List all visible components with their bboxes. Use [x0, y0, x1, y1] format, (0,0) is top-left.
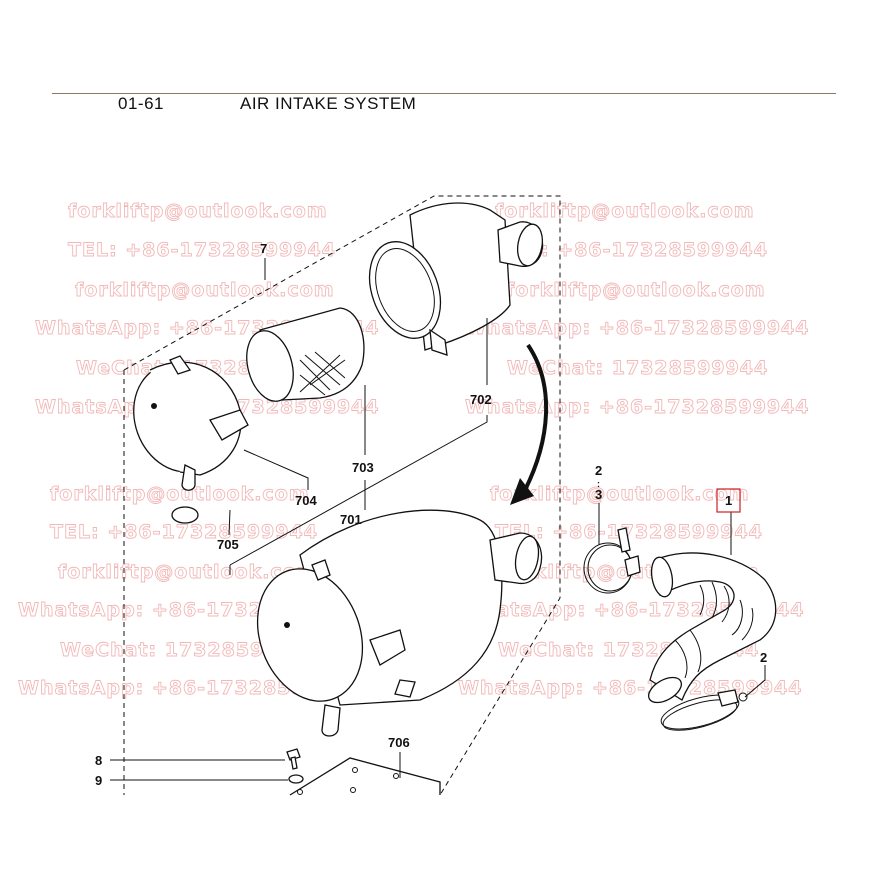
- watermark-whatsapp: WhatsApp: +86-17328599944: [18, 677, 362, 699]
- valve-705: [171, 506, 199, 524]
- callout-702: 702: [470, 392, 492, 407]
- header-rule: [52, 93, 836, 94]
- bracket-706: [289, 757, 441, 796]
- watermark-email: forkliftp@outlook.com: [495, 200, 755, 222]
- page-title: AIR INTAKE SYSTEM: [240, 94, 417, 113]
- callout-704: 704: [295, 493, 317, 508]
- callout-2: 2: [595, 463, 602, 478]
- assembled-filter-701: [256, 509, 543, 737]
- callout-8: 8: [95, 753, 102, 768]
- hose-clamp-lower: [660, 689, 748, 731]
- watermark-email: forkliftp@outlook.com: [68, 200, 328, 222]
- watermark-email: forkliftp@outlook.com: [506, 279, 766, 301]
- watermark-email: forkliftp@outlook.com: [75, 279, 335, 301]
- bolt-8: [286, 748, 301, 770]
- watermark-email: forkliftp@outlook.com: [58, 561, 318, 583]
- page-code: 01-61: [118, 94, 164, 113]
- watermark-whatsapp: WhatsApp: +86-17328599944: [465, 396, 809, 418]
- element-703: [246, 307, 365, 402]
- washer-9: [288, 774, 304, 784]
- callout-1: 1: [725, 493, 732, 508]
- hose-clamp: [583, 527, 641, 594]
- callout-701: 701: [340, 512, 362, 527]
- callout-705: 705: [217, 537, 239, 552]
- callout-separator: :: [597, 479, 600, 489]
- watermark-tel: TEL: +86-17328599944: [495, 521, 763, 543]
- highlight-box: [716, 488, 741, 513]
- cap-704: [133, 355, 249, 491]
- callout-706: 706: [388, 735, 410, 750]
- assembly-boundary: [123, 195, 561, 796]
- watermark-email: forkliftp@outlook.com: [50, 483, 310, 505]
- watermark-tel: TEL: +86-17328599944: [68, 239, 336, 261]
- watermark-layer: forkliftp@outlook.com forkliftp@outlook.…: [18, 200, 809, 700]
- watermark-tel: TEL: +86-17328599944: [500, 239, 768, 261]
- watermark-wechat: WeChat: 17328599944: [60, 639, 321, 661]
- callout-3: 3: [595, 487, 602, 502]
- callout-7: 7: [260, 241, 267, 256]
- watermark-wechat: WeChat: 17328599944: [507, 357, 768, 379]
- assembly-arrow: [510, 343, 549, 505]
- watermark-whatsapp: WhatsApp: +86-17328599944: [458, 677, 802, 699]
- callout-9: 9: [95, 773, 102, 788]
- housing-702: [368, 202, 544, 356]
- watermark-email: forkliftp@outlook.com: [490, 483, 750, 505]
- watermark-whatsapp: WhatsApp: +86-17328599944: [465, 317, 809, 339]
- leader-lines: [110, 258, 766, 781]
- callout-2-lower: 2: [760, 650, 767, 665]
- intake-hose-1: [647, 552, 777, 704]
- watermark-tel: TEL: +86-17328599944: [50, 521, 318, 543]
- callout-labels: 7 702 703 704 701 705 706 8 9 2 : 3 1 2: [95, 241, 767, 788]
- callout-703: 703: [352, 460, 374, 475]
